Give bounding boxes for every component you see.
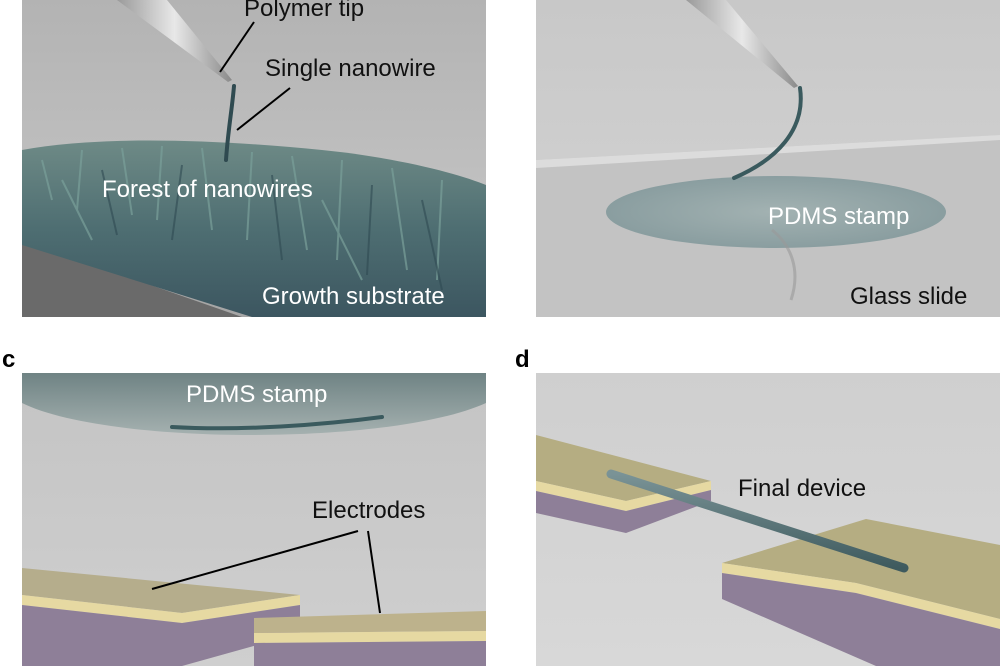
single-nanowire-label: Single nanowire	[265, 55, 436, 82]
final-device-label: Final device	[738, 475, 867, 502]
pdms-stamp-label-c: PDMS stamp	[186, 381, 328, 408]
panel-c-letter: c	[2, 346, 16, 373]
panel-d: Final device	[536, 373, 1000, 666]
polymer-tip-label: Polymer tip	[244, 0, 365, 22]
forest-label: Forest of nanowires	[102, 176, 313, 203]
panel-c: PDMS stamp Electrodes	[22, 373, 486, 666]
panel-a: Polymer tip Single nanowire Forest of na…	[22, 0, 486, 317]
growth-substrate-label: Growth substrate	[262, 283, 445, 310]
panel-b-illustration	[536, 0, 1000, 317]
panel-a-illustration	[22, 0, 486, 317]
panel-d-illustration	[536, 373, 1000, 666]
pdms-stamp-label-b: PDMS stamp	[768, 203, 910, 230]
panel-b: PDMS stamp Glass slide	[536, 0, 1000, 317]
electrodes-label: Electrodes	[312, 497, 426, 524]
panel-c-illustration	[22, 373, 486, 666]
glass-slide-label: Glass slide	[850, 283, 968, 310]
panel-d-letter: d	[515, 346, 530, 373]
